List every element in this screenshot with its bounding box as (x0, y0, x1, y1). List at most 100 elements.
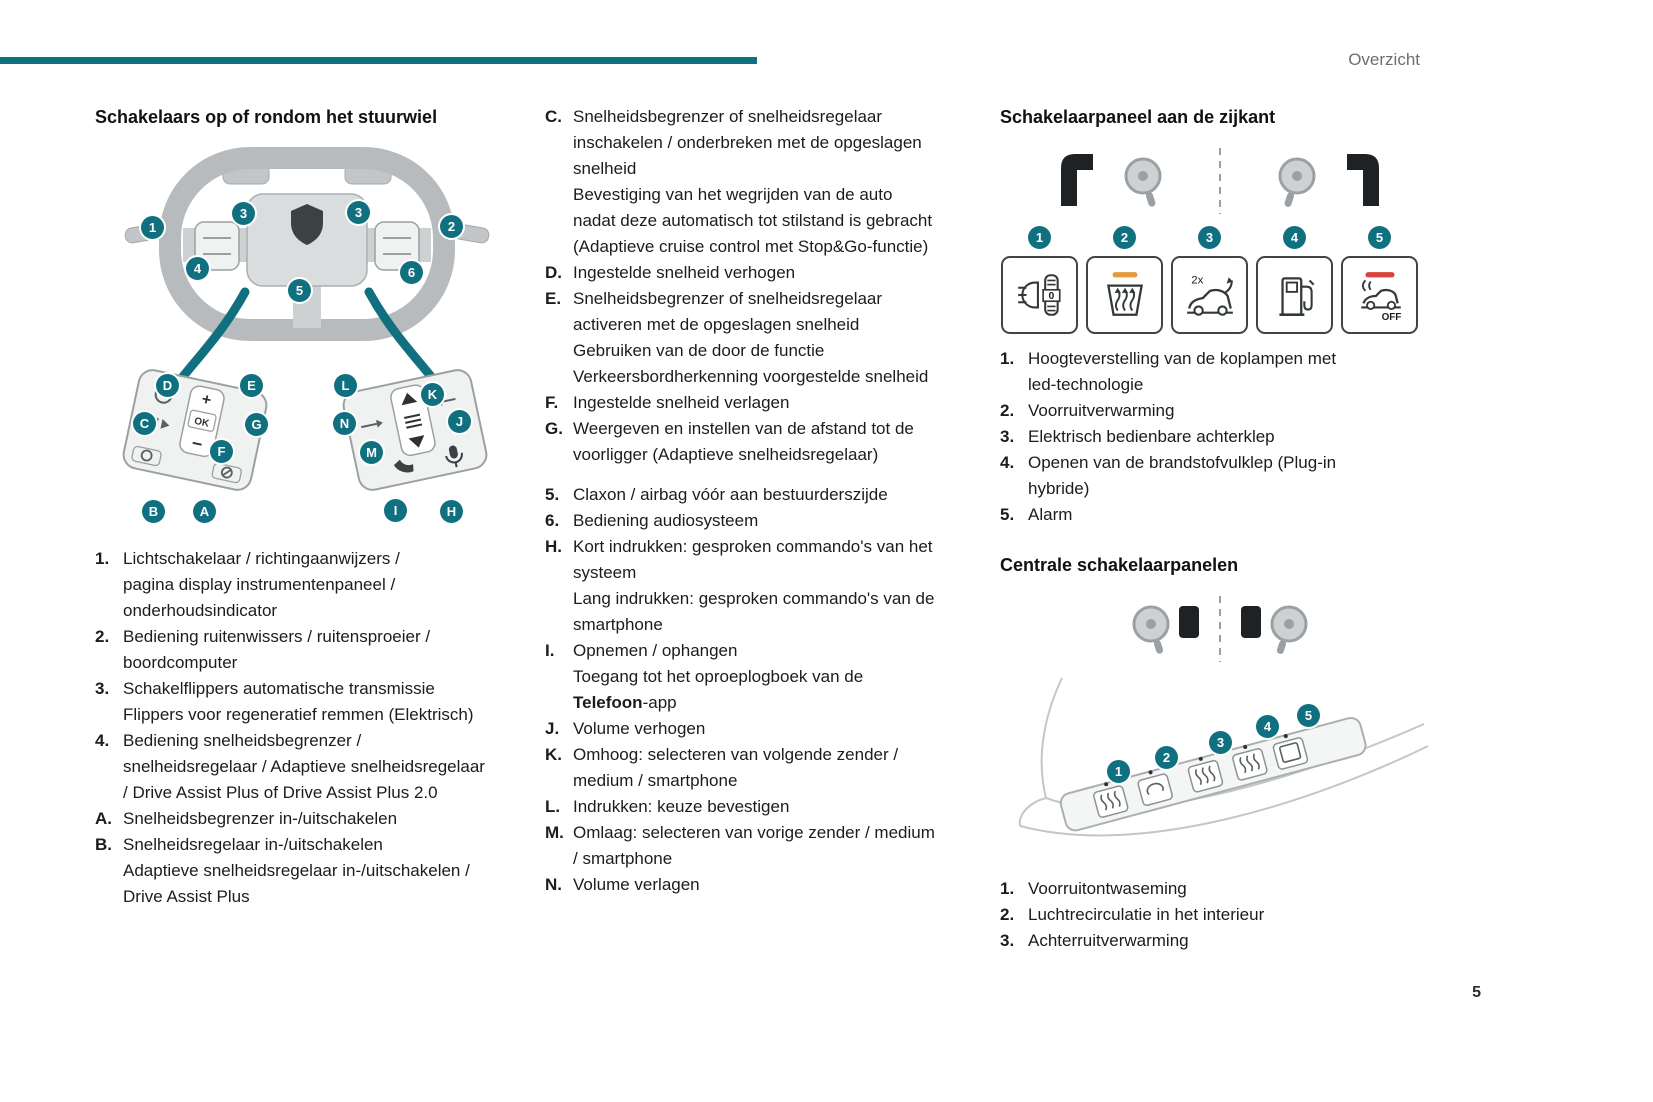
legend-item: D. Ingestelde snelheid verhogen (545, 260, 973, 286)
callout-badge-1: 1 (141, 216, 164, 239)
legend-item: K. Omhoog: selecteren van volgende zender… (545, 742, 973, 794)
header-rule (0, 57, 757, 64)
side-switch-3: 3 2x (1170, 226, 1249, 334)
side-switch-5: 5 OFF (1340, 226, 1419, 334)
legend-key: 1. (95, 549, 110, 568)
legend-text: Bediening ruitenwissers / ruitensproeier… (123, 627, 431, 672)
section-title-central: Centrale schakelaarpanelen (1000, 555, 1239, 575)
legend-text: Bediening snelheidsbegrenzer / snelheids… (123, 731, 485, 802)
legend-text: Openen van de brandstofvulklep (Plug-in … (1028, 453, 1337, 498)
fuel-filler-switch (1256, 256, 1333, 334)
legend-text: Opnemen / ophangen Toegang tot het oproe… (573, 638, 973, 716)
pad-minus-label: − (190, 433, 204, 455)
legend-key: G. (545, 419, 563, 438)
steering-legend-continued: C. Snelheidsbegrenzer of snelheidsregelaa… (545, 104, 973, 898)
legend-text: Claxon / airbag vóór aan bestuurderszijd… (573, 485, 888, 504)
legend-key: 4. (1000, 453, 1015, 472)
header-label: Overzicht (1348, 50, 1420, 69)
callout-badge-K: K (421, 383, 444, 406)
central-callout-1: 1 (1107, 760, 1130, 783)
legend-item: B.Snelheidsregelaar in-/uitschakelen Ada… (95, 832, 517, 910)
steering-wheel-art: + OK − (122, 147, 490, 491)
legend-key: J. (545, 719, 560, 738)
legend-item: E.Snelheidsbegrenzer of snelheidsregelaa… (545, 286, 973, 390)
legend-item: J. Volume verhogen (545, 716, 973, 742)
legend-key: 2. (95, 627, 110, 646)
section-title-side-panel: Schakelaarpaneel aan de zijkant (1000, 107, 1276, 127)
legend-key: L. (545, 797, 561, 816)
legend-key: 5. (1000, 505, 1015, 524)
legend-text: Voorruitontwaseming (1028, 879, 1187, 898)
power-tailgate-icon: 2x (1186, 275, 1233, 316)
legend-key: I. (545, 641, 555, 660)
legend-text: Ingestelde snelheid verlagen (573, 393, 790, 412)
side-switch-4: 4 (1255, 226, 1334, 334)
legend-list-c-g: C. Snelheidsbegrenzer of snelheidsregelaa… (545, 104, 973, 468)
legend-item: H.Kort indrukken: gesproken commando's v… (545, 534, 973, 638)
callout-badge-I: I (384, 499, 407, 522)
door-pillar-left-icon (1061, 154, 1093, 206)
fuel-filler-icon (1278, 277, 1314, 317)
legend-key: 1. (1000, 879, 1015, 898)
headlight-leveling-icon: 0 (1017, 274, 1061, 316)
door-pillar-right-icon (1347, 154, 1379, 206)
legend-text: Ingestelde snelheid verhogen (573, 263, 796, 282)
callout-badge-4: 4 (186, 257, 209, 280)
legend-item: 1.Hoogteverstelling van de koplampen met… (1000, 346, 1440, 398)
legend-key: K. (545, 745, 562, 764)
brand-emblem-icon (291, 204, 323, 245)
legend-item: 2. Bediening ruitenwissers / ruitensproei… (95, 624, 517, 676)
legend-text: Omlaag: selecteren van vorige zender / m… (573, 823, 935, 868)
legend-item: G. Weergeven en instellen van de afstand … (545, 416, 973, 468)
steering-wheel-diagram: + OK − (95, 140, 515, 542)
callout-badge-H: H (440, 500, 463, 523)
legend-text: Volume verlagen (573, 875, 700, 894)
side-switch-1: 1 0 (1000, 226, 1079, 334)
headlight-dial-value: 0 (1048, 291, 1054, 302)
callout-badge-L: L (334, 374, 357, 397)
section-title-steering: Schakelaars op of rondom het stuurwiel (95, 107, 438, 127)
central-callout-5: 5 (1297, 704, 1320, 727)
legend-text: Snelheidsbegrenzer in-/uitschakelen (123, 809, 398, 828)
legend-item: 3.Elektrisch bedienbare achterklep (1000, 424, 1440, 450)
microphone-icon (448, 445, 458, 459)
alarm-off-label: OFF (1381, 312, 1401, 322)
legend-text: Voorruitverwarming (1028, 401, 1175, 420)
down-arrow-icon (408, 435, 425, 448)
callout-badge-3b: 3 (347, 201, 370, 224)
driving-position-diagram-side (1000, 146, 1440, 216)
legend-text: Bediening audiosysteem (573, 511, 759, 530)
legend-list-5-n: 5.Claxon / airbag vóór aan bestuurderszi… (545, 482, 973, 898)
power-tailgate-switch: 2x (1171, 256, 1248, 334)
legend-text: Snelheidsregelaar in-/uitschakelen Adapt… (123, 835, 470, 906)
legend-text: Volume verhogen (573, 719, 706, 738)
legend-item: 6.Bediening audiosysteem (545, 508, 973, 534)
callout-badge-F: F (210, 440, 233, 463)
legend-key: C. (545, 107, 562, 126)
legend-text: Schakelflippers automatische transmissie… (123, 679, 474, 724)
central-callout-3: 3 (1209, 731, 1232, 754)
legend-key: N. (545, 875, 562, 894)
up-arrow-icon (401, 392, 418, 406)
legend-text: Lichtschakelaar / richtingaanwijzers / p… (123, 549, 400, 620)
legend-item: 1. Lichtschakelaar / richtingaanwijzers /… (95, 546, 517, 624)
legend-text-bold: Telefoon (573, 693, 643, 712)
legend-item: 2. Voorruitverwarming (1000, 398, 1440, 424)
legend-key: F. (545, 393, 559, 412)
legend-text: Snelheidsbegrenzer of snelheidsregelaar … (573, 107, 933, 256)
callout-badge-s5: 5 (1368, 226, 1391, 249)
legend-item: 3.Schakelflippers automatische transmiss… (95, 676, 517, 728)
legend-item: 5.Alarm (1000, 502, 1440, 528)
legend-item: 2.Luchtrecirculatie in het interieur (1000, 902, 1440, 928)
legend-text: Omhoog: selecteren van volgende zender /… (573, 745, 899, 790)
legend-text: Achterruitverwarming (1028, 931, 1189, 950)
legend-key: 2. (1000, 401, 1015, 420)
legend-key: D. (545, 263, 562, 282)
callout-badge-6: 6 (400, 261, 423, 284)
headlight-leveling-switch: 0 (1001, 256, 1078, 334)
legend-text: Weergeven en instellen van de afstand to… (573, 419, 914, 464)
legend-text: Elektrisch bedienbare achterklep (1028, 427, 1275, 446)
callout-badge-s3: 3 (1198, 226, 1221, 249)
callout-badge-s4: 4 (1283, 226, 1306, 249)
alarm-off-switch: OFF (1341, 256, 1418, 334)
